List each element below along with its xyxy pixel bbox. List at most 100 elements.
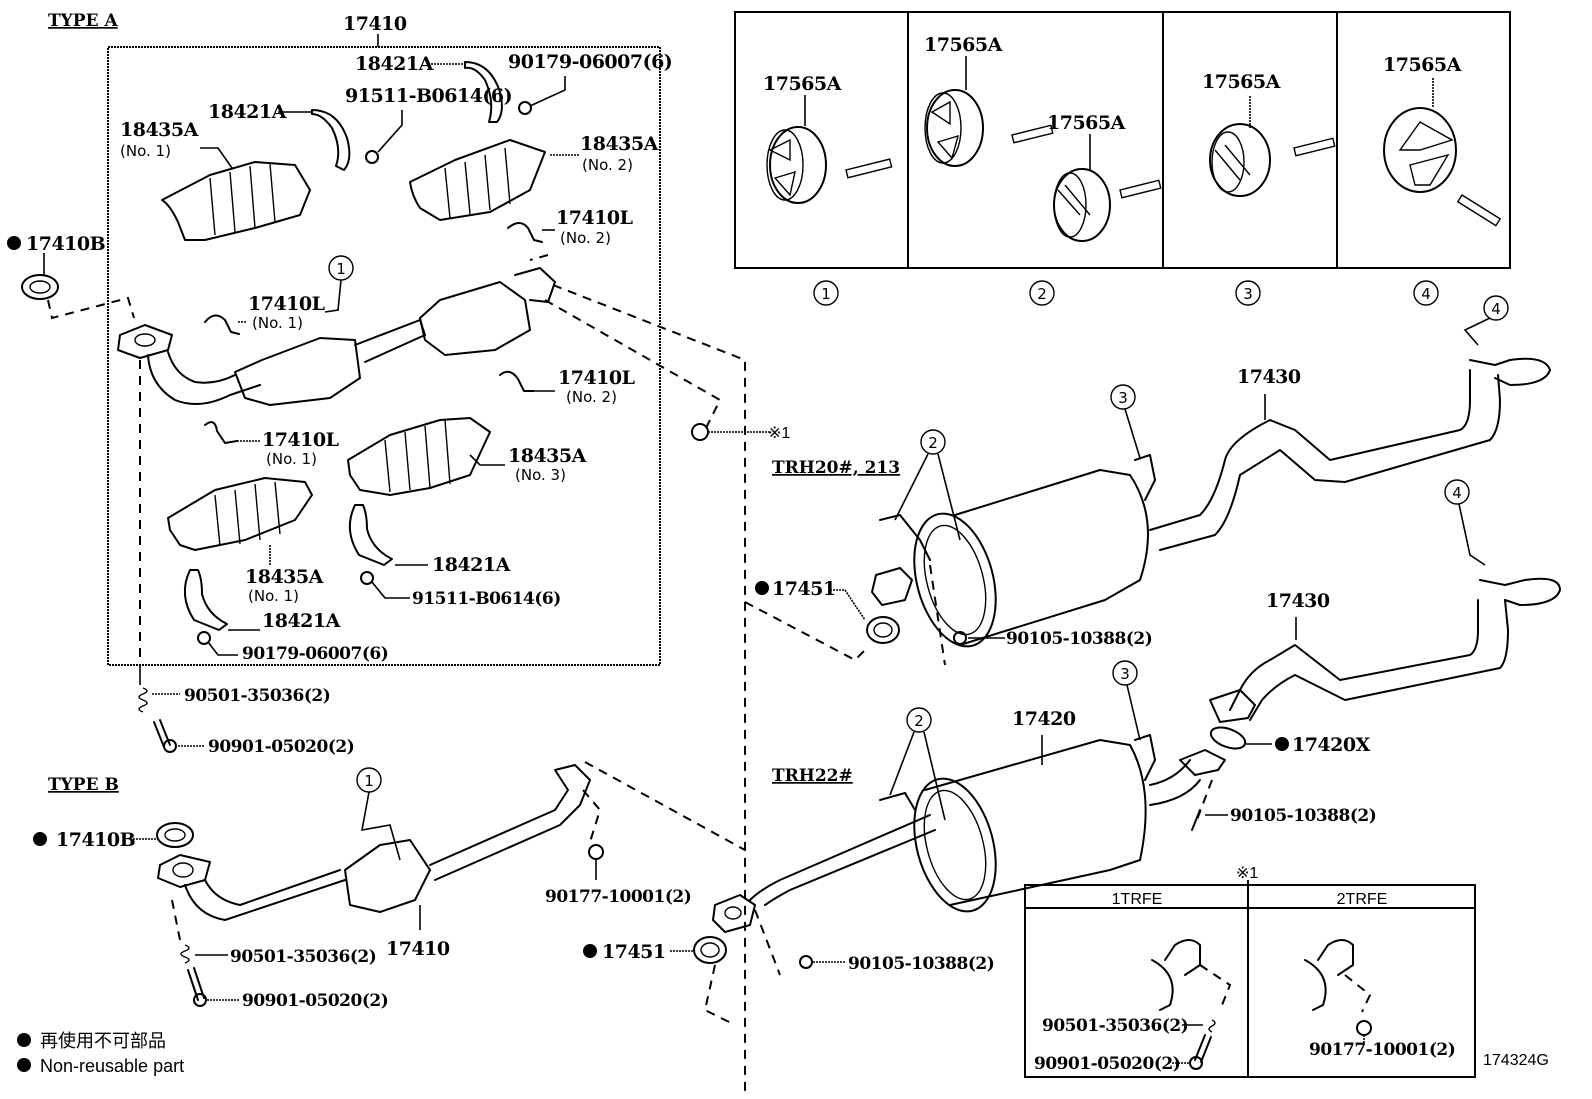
label-91511-b0614-top[interactable]: 91511-B0614(6)	[345, 85, 513, 107]
pipe-type-b	[184, 879, 346, 921]
ref-box	[1024, 884, 1476, 1078]
label-17410l-no2-mid-sub: (No. 2)	[566, 388, 617, 406]
label-17410l-no1-mid-sub: (No. 1)	[266, 450, 317, 468]
callout-2-trh20[interactable]	[920, 429, 946, 455]
svg-text:3: 3	[1120, 665, 1130, 683]
label-90501-35036-type-a[interactable]: 90501-35036(2)	[184, 686, 331, 706]
label-18421a-top-left[interactable]: 18421A	[208, 101, 287, 123]
label-17565a-panel-3[interactable]: 17565A	[1202, 71, 1281, 93]
flange-2trfe	[1317, 939, 1354, 976]
callout-4-trh22[interactable]	[1444, 479, 1470, 505]
bolt-90901-type-a	[153, 719, 171, 748]
label-17410l-no2-mid[interactable]: 17410L	[558, 367, 635, 389]
legend-en: Non-reusable part	[40, 1056, 184, 1076]
clamp-18421a-mid-right	[348, 504, 393, 566]
muffler-17420-trh22	[924, 739, 1147, 906]
section-trh20: TRH20#, 213	[772, 458, 900, 478]
label-91511-b0614-mid[interactable]: 91511-B0614(6)	[412, 589, 561, 609]
label-90501-35036-type-b[interactable]: 90501-35036(2)	[230, 947, 377, 967]
label-90105-10388-trh22-right[interactable]: 90105-10388(2)	[1230, 806, 1377, 826]
catalytic-converter-type-b	[344, 839, 431, 913]
hanger-callout-3[interactable]: 3	[1235, 280, 1261, 306]
section-type-a: TYPE A	[48, 11, 118, 31]
catalytic-converter-1-type-a	[234, 337, 361, 406]
label-18435a-no1-bottom[interactable]: 18435A	[245, 566, 324, 588]
label-18421a-mid-right[interactable]: 18421A	[432, 554, 511, 576]
label-90901-05020-1trfe[interactable]: 90901-05020(2)	[1034, 1054, 1181, 1074]
gasket-17451-center	[693, 936, 727, 964]
bracket-17410l-no1-mid	[204, 421, 238, 444]
label-18435a-no2[interactable]: 18435A	[580, 133, 659, 155]
label-17565a-panel-4[interactable]: 17565A	[1383, 54, 1462, 76]
label-18435a-no3[interactable]: 18435A	[508, 445, 587, 467]
outlet-flange-trh22	[1179, 749, 1226, 776]
label-17410b-type-a[interactable]: 17410B	[26, 233, 106, 255]
label-18435a-no3-sub: (No. 3)	[515, 466, 566, 484]
tailpipe-tip-trh20	[1469, 357, 1551, 386]
label-17420x[interactable]: 17420X	[1292, 734, 1371, 756]
label-90177-10001-type-b[interactable]: 90177-10001(2)	[545, 887, 692, 907]
legend-dot-en	[17, 1058, 31, 1072]
svg-text:2: 2	[928, 434, 938, 452]
section-trh22: TRH22#	[772, 766, 853, 786]
insulator-18435a-no1-bottom	[167, 477, 313, 551]
label-18421a-bottom[interactable]: 18421A	[262, 610, 341, 632]
label-17410l-no2-top[interactable]: 17410L	[556, 207, 633, 229]
spring-90501-type-b	[180, 944, 190, 964]
bracket-17410l-no1-top	[204, 314, 240, 335]
catalytic-converter-2-type-a	[419, 281, 531, 356]
label-17451-center[interactable]: 17451	[602, 941, 666, 963]
label-17565a-panel-1[interactable]: 17565A	[763, 73, 842, 95]
label-17410l-no1-top[interactable]: 17410L	[248, 293, 325, 315]
label-18421a-top-right[interactable]: 18421A	[355, 53, 434, 75]
svg-text:1: 1	[336, 260, 346, 278]
label-17410l-no1-top-sub: (No. 1)	[252, 314, 303, 332]
flange-front-type-a	[117, 324, 173, 359]
callout-2-trh22[interactable]	[906, 707, 932, 733]
bracket-17410l-no2-top	[507, 222, 543, 243]
nut-2trfe	[1356, 1020, 1372, 1036]
label-17565a-panel-2-b[interactable]: 17565A	[1047, 112, 1126, 134]
legend-jp: 再使用不可部品	[40, 1031, 166, 1051]
label-17410l-no1-mid[interactable]: 17410L	[262, 429, 339, 451]
label-18435a-no1-top[interactable]: 18435A	[120, 119, 199, 141]
label-17410-type-b[interactable]: 17410	[386, 938, 450, 960]
gasket-17410b-type-b	[156, 822, 194, 848]
label-17410-type-a[interactable]: 17410	[343, 13, 407, 35]
gasket-17420x	[1209, 726, 1247, 750]
gasket-17410b-type-a	[21, 274, 59, 300]
hanger-callout-2[interactable]: 2	[1029, 280, 1055, 306]
bolt-91511-top	[365, 150, 379, 164]
insulator-18435a-no3	[347, 417, 491, 496]
label-90177-10001-2trfe[interactable]: 90177-10001(2)	[1309, 1040, 1456, 1060]
label-90105-10388-trh20[interactable]: 90105-10388(2)	[1006, 629, 1153, 649]
label-17420-trh22[interactable]: 17420	[1012, 708, 1076, 730]
legend-dot-jp	[17, 1033, 31, 1047]
label-90179-06007-bottom[interactable]: 90179-06007(6)	[242, 644, 389, 664]
hanger-17565a-panel-4	[1383, 107, 1457, 193]
label-90179-06007-top[interactable]: 90179-06007(6)	[508, 51, 673, 73]
hanger-callout-4[interactable]: 4	[1413, 280, 1439, 306]
label-90901-05020-type-a[interactable]: 90901-05020(2)	[208, 737, 355, 757]
label-17430-trh22[interactable]: 17430	[1266, 590, 1330, 612]
bolt-90105-trh20	[953, 631, 967, 645]
label-17430-trh20[interactable]: 17430	[1237, 366, 1301, 388]
label-17565a-panel-2-a[interactable]: 17565A	[924, 34, 1003, 56]
label-90501-35036-1trfe[interactable]: 90501-35036(2)	[1042, 1016, 1189, 1036]
label-90105-10388-trh22-left[interactable]: 90105-10388(2)	[848, 954, 995, 974]
label-17410b-type-b[interactable]: 17410B	[56, 829, 136, 851]
flange-1trfe	[1164, 939, 1201, 976]
label-17451-trh20[interactable]: 17451	[772, 578, 836, 600]
callout-3-trh20[interactable]	[1110, 384, 1136, 410]
hanger-callout-1[interactable]: 1	[813, 280, 839, 306]
callout-3-trh22[interactable]	[1112, 660, 1138, 686]
svg-text:4: 4	[1452, 484, 1462, 502]
spring-90501-type-a	[138, 687, 148, 713]
svg-text:2: 2	[914, 712, 924, 730]
ref-box-mark: ※1	[1236, 865, 1258, 882]
label-90901-05020-type-b[interactable]: 90901-05020(2)	[242, 991, 389, 1011]
bolt-1trfe	[1189, 1056, 1203, 1070]
tailpipe-17430-trh20	[1149, 369, 1471, 531]
callout-4-trh20[interactable]	[1483, 295, 1509, 321]
ref-box-header-2trfe: 2TRFE	[1337, 891, 1388, 908]
